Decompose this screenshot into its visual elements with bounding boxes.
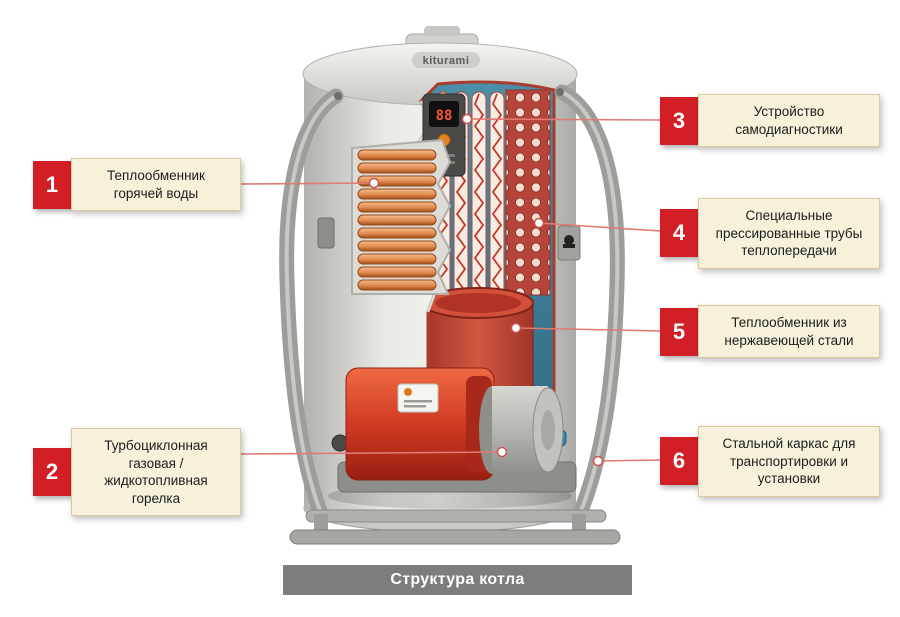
frame-bolt-icon [334,92,342,100]
callout-4: 4 Специальные прессированные трубы тепло… [660,198,880,269]
valve-icon [564,235,574,245]
leader-line-6 [597,459,661,462]
callout-3: 3 Устройство самодиагностики [660,94,880,148]
callout-3-label: Устройство самодиагностики [698,94,880,148]
caption-bar: Структура котла [283,565,632,595]
callout-4-number: 4 [660,209,698,258]
endpoint-circle-3 [461,113,473,125]
brand-logo: kiturami [423,55,470,67]
leader-line-5 [515,327,661,332]
callout-2-number: 2 [33,448,71,497]
endpoint-circle-5 [510,322,522,334]
callout-2: 2 Турбоциклонная газовая / жидкотопливна… [33,428,241,517]
endpoint-circle-6 [592,455,604,467]
leader-lines [239,118,661,462]
leader-endpoints [368,113,604,467]
callout-1-number: 1 [33,160,71,209]
top-handle [424,26,460,36]
frame-base [289,509,621,545]
leader-line-4 [538,222,661,232]
callout-5-label: Теплообменник из нержавеющей стали [698,305,880,359]
temperature-display: 88 [436,108,453,124]
burner-motor [479,386,564,474]
pressed-tubes [505,89,551,296]
leader-line-2 [239,451,503,455]
burner-unit [328,367,577,509]
steel-frame-left [279,88,344,524]
callout-2-label: Турбоциклонная газовая / жидкотопливная … [71,428,241,517]
endpoint-circle-2 [496,446,508,458]
endpoint-circle-4 [533,217,545,229]
callout-3-number: 3 [660,96,698,145]
callout-5-number: 5 [660,307,698,356]
frame-bolt-icon [556,88,564,96]
caption-title: Структура котла [390,571,525,588]
coil-heat-exchanger [351,138,452,295]
callout-6-label: Стальной каркас для транспортировки и ус… [698,426,880,497]
leader-line-3 [466,118,661,121]
leader-line-1 [239,182,375,185]
callout-1: 1 Теплообменник горячей воды [33,158,241,212]
callout-4-label: Специальные прессированные трубы теплопе… [698,198,880,269]
flame-icon [404,388,412,396]
callout-6-number: 6 [660,437,698,486]
brand-plate [412,52,480,68]
burner-label [397,383,439,413]
frame-plate-left [317,217,335,249]
callout-5: 5 Теплообменник из нержавеющей стали [660,305,880,359]
display-screen [429,101,459,127]
callout-1-label: Теплообменник горячей воды [71,158,241,212]
endpoint-circle-1 [368,177,380,189]
steel-frame [279,84,625,545]
callout-6: 6 Стальной каркас для транспортировки и … [660,426,880,497]
